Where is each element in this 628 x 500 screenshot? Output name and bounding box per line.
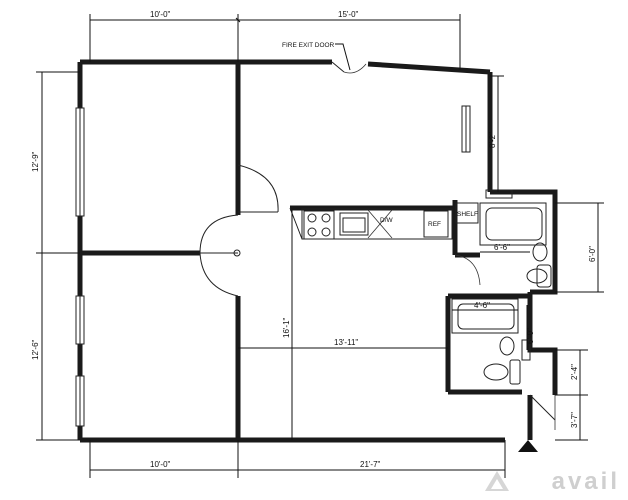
bath-upper-vent [485, 189, 513, 199]
fire-exit-door-leaf [331, 61, 345, 73]
bathroom-fixtures [451, 189, 552, 385]
dim-left-lower: 12'-6" [31, 339, 40, 360]
dim-left-upper: 12'-9" [31, 151, 40, 172]
toilet-upper-bowl [526, 268, 548, 284]
avail-logo-icon [485, 471, 509, 491]
bedroom1-inner-door [199, 214, 239, 254]
windows [75, 105, 471, 427]
fixture-labels: FIRE EXIT DOOR D/W REF SHELF [282, 42, 478, 228]
dim-bath-upper-width: 6'-6" [494, 243, 510, 252]
vanity-sink-upper [532, 242, 548, 262]
dim-living-depth: 8'-2" [488, 132, 497, 148]
watermark-brand: avail [551, 468, 620, 495]
bathtub-upper [479, 202, 547, 246]
fire-exit-door-swing [343, 63, 367, 74]
dim-bath-right: 6'-0" [588, 246, 597, 262]
dim-top-left: 10'-0" [150, 10, 171, 19]
bathtub-lower [451, 298, 519, 334]
dim-bottom-left: 10'-0" [150, 460, 171, 469]
dim-entry-height: 3'-7" [570, 412, 579, 428]
fire-exit-label: FIRE EXIT DOOR [282, 42, 335, 49]
closet-wall [533, 347, 558, 395]
bedroom2-inner-door [199, 252, 239, 297]
bath-upper-walls [490, 189, 558, 295]
dimension-lines [36, 14, 604, 478]
dim-bath-lower-depth: 6'-0" [526, 328, 535, 344]
entry-arrow-icon [518, 440, 538, 452]
toilet-lower-bowl [483, 363, 509, 381]
bedroom1-door-swing [237, 164, 279, 213]
dim-hall-width: 13'-11" [334, 338, 358, 347]
refrigerator-label: REF [428, 221, 441, 228]
dim-closet-height: 2'-4" [570, 364, 579, 380]
dim-top-right: 15'-0" [338, 10, 359, 19]
kitchen [289, 207, 453, 240]
doors [199, 61, 556, 452]
shelf-unit [455, 202, 479, 224]
kitchen-sink [339, 212, 369, 236]
refrigerator [423, 210, 449, 238]
toilet-upper-tank [536, 264, 552, 288]
top-wall-living-b [367, 61, 491, 75]
stove [303, 210, 335, 240]
kitchen-counter [301, 208, 453, 240]
walls [77, 59, 558, 443]
dim-bath-lower-width: 4'-6" [474, 301, 490, 310]
shelf-label: SHELF [457, 211, 478, 218]
fire-exit-leader [335, 43, 351, 71]
bath-door-swing [454, 254, 481, 286]
dimension-labels: 10'-0" 15'-0" 10'-0" 21'-7" 12'-9" 12'-6… [31, 10, 597, 469]
toilet-lower-tank [509, 359, 521, 385]
dim-hall-height: 16'-1" [282, 317, 291, 338]
entry-door-leaf [529, 394, 556, 421]
vanity-sink-lower [499, 336, 515, 356]
dim-bottom-right: 21'-7" [360, 460, 381, 469]
dishwasher-label: D/W [380, 217, 394, 224]
